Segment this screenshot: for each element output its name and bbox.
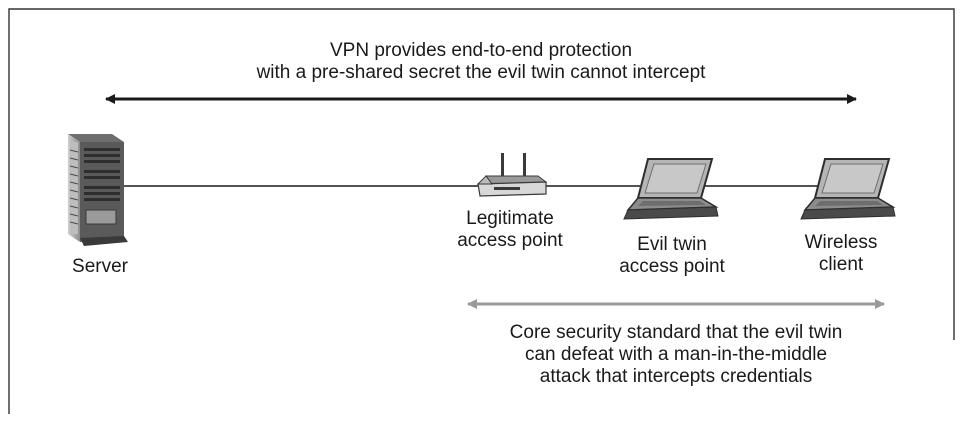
- wireless-client-label: Wireless client: [805, 232, 878, 276]
- core-caption-line-2: can defeat with a man-in-the-middle: [524, 344, 828, 365]
- evil-twin-access-point-label: Evil twin access point: [619, 234, 725, 278]
- evil-twin-laptop-icon: [623, 158, 719, 220]
- core-security-caption: Core security standard that the evil twi…: [510, 322, 843, 388]
- core-caption-line-3: attack that intercepts credentials: [539, 366, 813, 387]
- evil-ap-line-1: Evil twin: [637, 234, 707, 255]
- wireless-client-laptop-icon: [800, 158, 896, 220]
- client-line-2: client: [818, 254, 864, 275]
- wireless-router-icon: [476, 153, 548, 197]
- server-label-text: Server: [72, 256, 128, 277]
- core-caption-line-1: Core security standard that the evil twi…: [509, 322, 843, 343]
- vpn-caption-line-2: with a pre-shared secret the evil twin c…: [256, 62, 706, 83]
- legit-ap-line-2: access point: [457, 230, 563, 251]
- legit-ap-line-1: Legitimate: [466, 208, 554, 229]
- vpn-caption: VPN provides end-to-end protection with …: [257, 40, 706, 84]
- client-line-1: Wireless: [804, 232, 878, 253]
- server-tower-icon: [68, 134, 128, 246]
- evil-ap-line-2: access point: [619, 256, 725, 277]
- vpn-caption-line-1: VPN provides end-to-end protection: [329, 40, 633, 61]
- legitimate-access-point-label: Legitimate access point: [457, 208, 563, 252]
- figure-frame: [8, 8, 955, 414]
- server-label: Server: [72, 256, 128, 278]
